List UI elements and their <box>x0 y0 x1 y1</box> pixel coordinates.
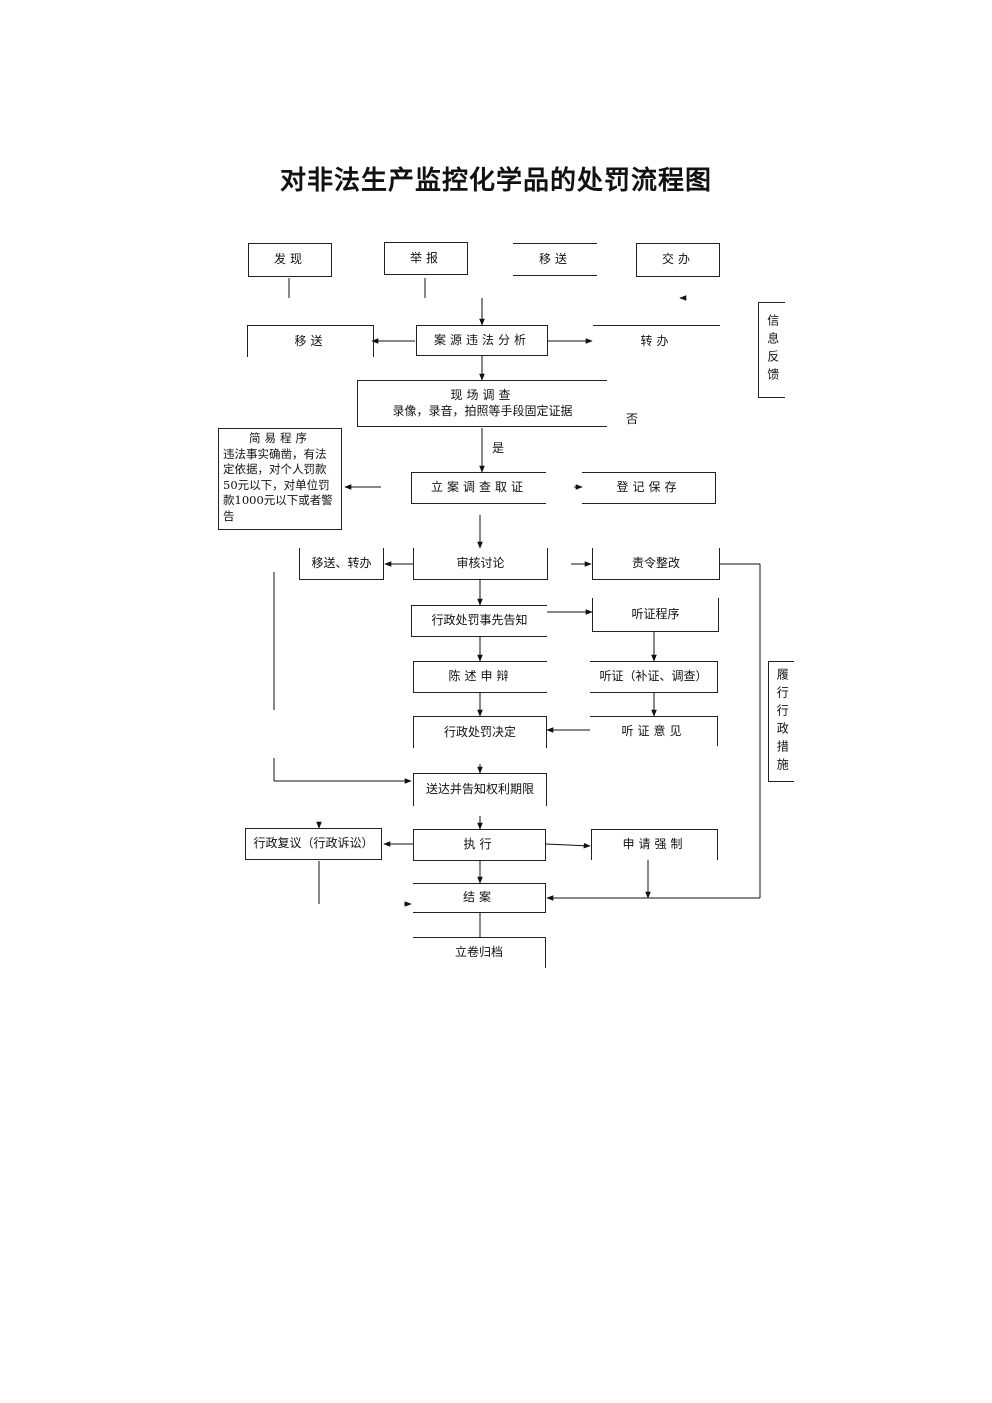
close-box: 结案 <box>413 883 546 913</box>
notice-box: 行政处罚事先告知 <box>411 605 547 637</box>
source-report: 举报 <box>384 242 468 275</box>
transfer-box: 移送 <box>247 325 374 357</box>
enforce-box: 申请强制 <box>591 829 718 860</box>
register-box: 登记保存 <box>582 472 716 504</box>
hearing-procedure-box: 听证程序 <box>592 598 719 632</box>
rectify-box: 责令整改 <box>592 548 720 580</box>
review-box: 审核讨论 <box>413 548 548 580</box>
no-label: 否 <box>626 412 639 426</box>
site-subtitle: 录像，录音，拍照等手段固定证据 <box>392 403 573 418</box>
simple-body: 违法事实确凿，有法定依据，对个人罚款50元以下，对单位罚款1000元以下或者警告 <box>223 446 333 523</box>
perform-label: 履行行政措施 <box>775 667 790 776</box>
simple-heading: 简易程序 <box>249 431 311 445</box>
feedback-box: 信息反馈 <box>758 302 785 398</box>
deliver-box: 送达并告知权利期限 <box>413 773 547 806</box>
archive-box: 立卷归档 <box>413 937 546 968</box>
case-analysis-box: 案源违法分析 <box>416 325 548 356</box>
yes-label: 是 <box>492 441 505 455</box>
source-transfer: 移送 <box>513 243 597 276</box>
handover-box: 转办 <box>593 325 720 357</box>
site-title: 现场调查 <box>450 387 515 402</box>
page-title: 对非法生产监控化学品的处罚流程图 <box>279 166 712 196</box>
transfer-handover-box: 移送、转办 <box>299 548 384 580</box>
source-assign: 交办 <box>636 243 720 277</box>
perform-box: 履行行政措施 <box>768 661 794 782</box>
simple-procedure-box: 简易程序 违法事实确凿，有法定依据，对个人罚款50元以下，对单位罚款1000元以… <box>218 428 342 530</box>
filing-box: 立案调查取证 <box>411 472 546 504</box>
site-investigation-box: 现场调查 录像，录音，拍照等手段固定证据 <box>357 380 607 427</box>
defense-box: 陈述申辩 <box>413 661 547 693</box>
hearing-box: 听证（补证、调查） <box>590 661 718 693</box>
feedback-label: 信息反馈 <box>765 314 780 386</box>
opinion-box: 听证意见 <box>590 716 718 746</box>
decision-box: 行政处罚决定 <box>413 716 547 748</box>
source-discover: 发现 <box>248 243 332 277</box>
execute-box: 执行 <box>413 829 546 861</box>
connector-arrow <box>545 842 591 849</box>
reconsider-box: 行政复议（行政诉讼） <box>245 828 382 860</box>
